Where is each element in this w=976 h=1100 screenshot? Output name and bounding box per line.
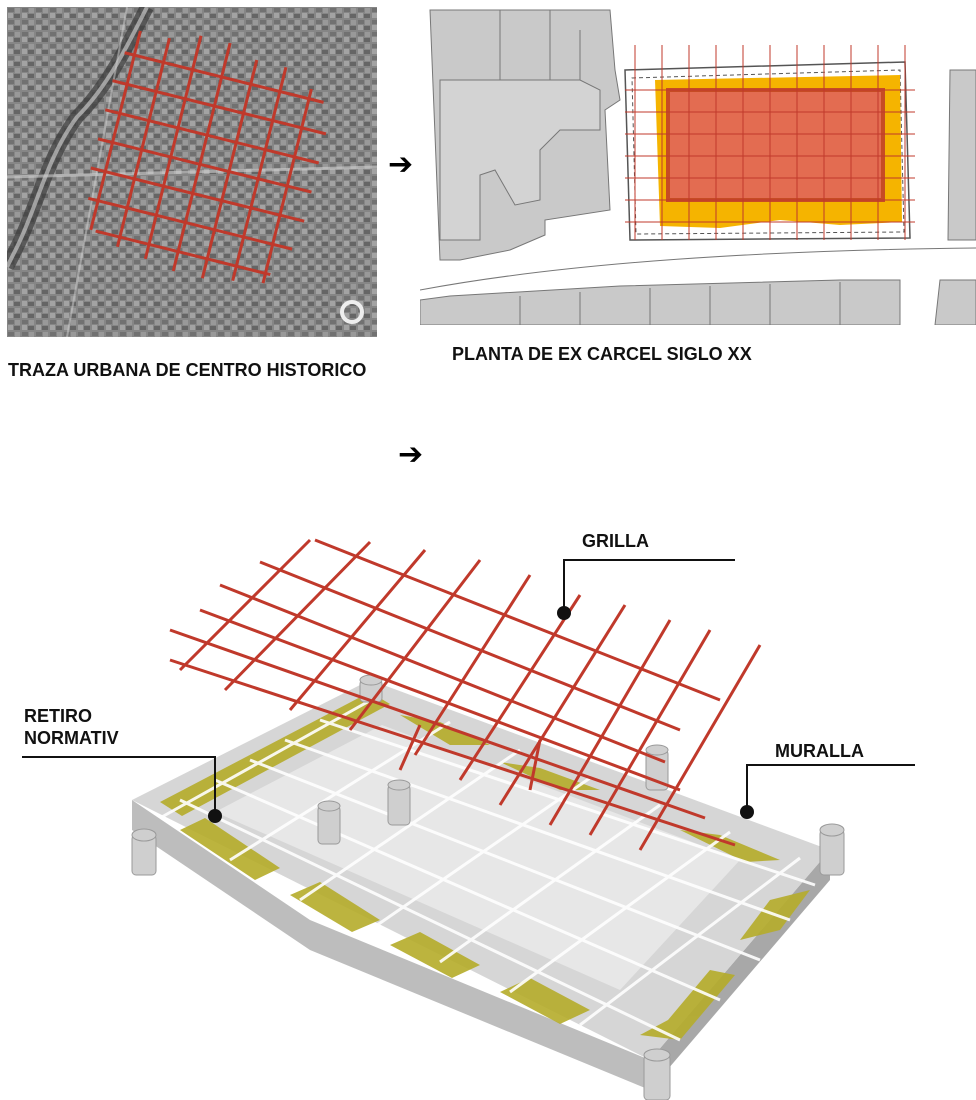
building-block <box>947 69 976 241</box>
inner-courtyard <box>666 88 885 202</box>
floating-red-grid <box>169 538 762 851</box>
label-setback: RETIRO NORMATIV <box>24 706 119 748</box>
callout-setback <box>22 756 222 823</box>
plan-grid-overlay <box>625 45 915 240</box>
callout-wall <box>740 764 915 819</box>
label-grid: GRILLA <box>582 531 649 551</box>
slab-grid <box>159 693 816 1042</box>
aerial-photo-panel <box>7 7 377 337</box>
caption-prison-plan: PLANTA DE EX CARCEL SIGLO XX <box>452 344 752 364</box>
wall-towers <box>131 674 845 1100</box>
building-block <box>934 279 976 325</box>
building-block <box>420 279 901 325</box>
building-block <box>439 79 601 241</box>
axonometric-model <box>131 538 845 1100</box>
prison-plan-panel <box>420 0 976 325</box>
callout-grid <box>557 559 735 620</box>
aerial-photo <box>7 7 377 337</box>
prison-plan <box>420 9 976 325</box>
arrow-right-icon: ➔ <box>388 147 414 182</box>
urban-grid-overlay <box>87 30 327 284</box>
axonometric-model-panel <box>120 500 850 1100</box>
label-wall: MURALLA <box>775 741 864 761</box>
arrow-right-icon: ➔ <box>398 437 424 472</box>
slab-side <box>132 800 650 1090</box>
caption-urban-trace: TRAZA URBANA DE CENTRO HISTORICO <box>8 360 367 380</box>
